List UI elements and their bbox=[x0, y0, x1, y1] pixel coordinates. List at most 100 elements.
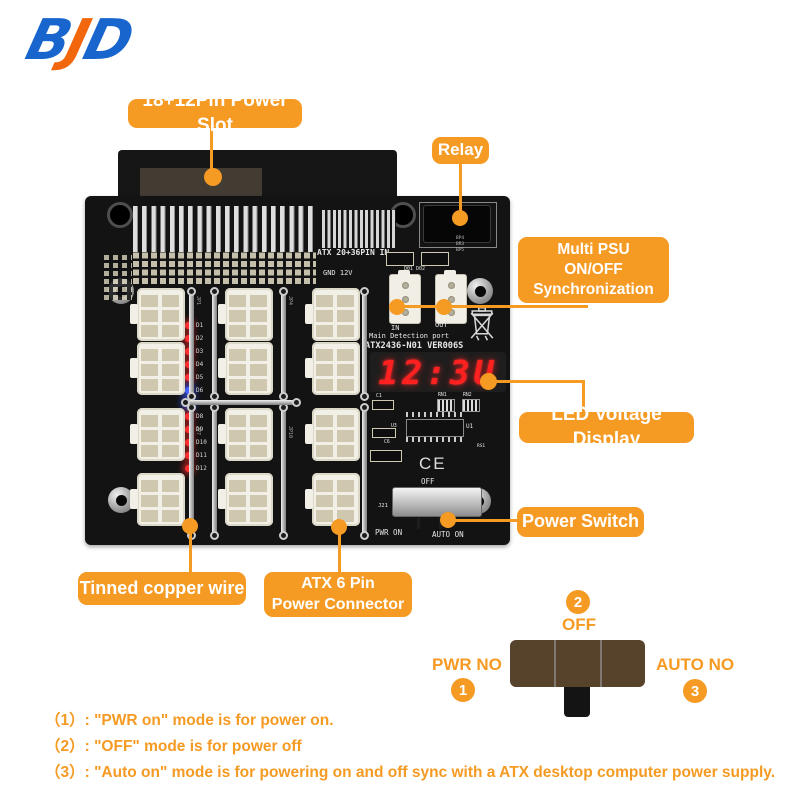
callout-line bbox=[338, 527, 341, 572]
led-label: D12 bbox=[196, 464, 207, 472]
silk-rn1: RN1 bbox=[438, 393, 447, 398]
tinned-wire bbox=[279, 287, 288, 401]
led-indicator bbox=[185, 360, 192, 368]
led-label: D4 bbox=[196, 360, 204, 368]
callout-line bbox=[189, 526, 192, 572]
atx-6pin-connector bbox=[305, 342, 360, 395]
callout-multi-psu-line2: ON/OFF bbox=[564, 260, 623, 278]
led-label: D3 bbox=[196, 347, 204, 355]
ic-footprint bbox=[406, 419, 464, 437]
led-indicator bbox=[185, 438, 192, 446]
callout-line bbox=[397, 305, 588, 308]
silk-model-number: ATX2436-N01 VER006S bbox=[365, 341, 464, 351]
tinned-wire bbox=[360, 403, 369, 540]
tinned-wire bbox=[187, 403, 196, 540]
slot-pins-dense bbox=[322, 210, 396, 248]
tinned-wire bbox=[210, 287, 219, 401]
callout-line bbox=[448, 519, 518, 522]
callout-line bbox=[582, 380, 585, 412]
solder-pads bbox=[133, 252, 316, 284]
callout-atx6pin-line1: ATX 6 Pin bbox=[301, 574, 375, 592]
led-voltage-display: 12:3U bbox=[370, 352, 506, 392]
callout-multi-psu: Multi PSU ON/OFF Synchronization bbox=[518, 237, 669, 303]
led-label: D11 bbox=[196, 451, 207, 459]
led-indicator bbox=[185, 425, 192, 433]
callout-dot bbox=[204, 168, 222, 186]
atx-6pin-connector bbox=[305, 408, 360, 461]
callout-line bbox=[459, 163, 462, 213]
ce-mark: CE bbox=[419, 454, 447, 473]
tinned-wire-horizontal bbox=[181, 398, 301, 407]
silk-u1: U1 bbox=[466, 423, 474, 430]
atx-6pin-connector bbox=[218, 408, 273, 461]
led-label: D10 bbox=[196, 438, 207, 446]
led-indicator bbox=[185, 334, 192, 342]
silk-atx-in: ATX 20+36PIN IN bbox=[317, 248, 390, 257]
switch-diagram-tab bbox=[564, 687, 590, 717]
callout-tinned-wire: Tinned copper wire bbox=[78, 572, 246, 605]
resistor-network bbox=[437, 399, 455, 412]
callout-dot bbox=[182, 518, 198, 534]
led-label: D5 bbox=[196, 373, 204, 381]
silk-bp5: BP5 bbox=[456, 247, 465, 253]
mode-3-label: AUTO NO bbox=[656, 655, 735, 674]
atx-6pin-connector bbox=[305, 473, 360, 526]
ic-pads-bottom bbox=[406, 437, 462, 442]
smd-component bbox=[421, 252, 449, 266]
resistor-network bbox=[462, 399, 480, 412]
solder-pads-left bbox=[104, 254, 132, 300]
jumper-label: JP10 bbox=[287, 426, 293, 439]
smd-component bbox=[386, 252, 414, 266]
led-label: D6 bbox=[196, 386, 204, 394]
silk-j21: J21 bbox=[378, 503, 388, 509]
voltage-value: 12:3U bbox=[378, 352, 498, 392]
callout-atx6pin: ATX 6 Pin Power Connector bbox=[264, 572, 412, 617]
atx-6pin-connector bbox=[218, 288, 273, 341]
led-indicator bbox=[185, 451, 192, 459]
atx-6pin-connector bbox=[130, 408, 185, 461]
led-indicator bbox=[185, 321, 192, 329]
power-slot-connector-block bbox=[118, 150, 397, 203]
callout-dot bbox=[436, 299, 452, 315]
tinned-wire bbox=[360, 287, 369, 401]
note-mode-1: （1）: "PWR on" mode is for power on. bbox=[45, 712, 334, 729]
silk-bp4: BP4 bbox=[456, 236, 465, 241]
atx-6pin-connector bbox=[218, 342, 273, 395]
silk-rn2: RN2 bbox=[463, 393, 472, 398]
mount-hole-metal bbox=[467, 278, 493, 304]
switch-diagram-body bbox=[510, 640, 645, 687]
silk-in: IN bbox=[391, 324, 400, 332]
callout-line bbox=[210, 127, 213, 171]
atx-6pin-connector bbox=[130, 473, 185, 526]
silk-off: OFF bbox=[421, 477, 435, 486]
ic-pads-top bbox=[406, 412, 462, 417]
led-indicator bbox=[185, 386, 192, 394]
jumper-label: JP1 bbox=[195, 296, 201, 306]
silk-c6: C6 bbox=[384, 440, 390, 445]
jumper-label: JP4 bbox=[287, 296, 293, 306]
silk-out: OUT bbox=[435, 321, 448, 329]
led-indicator bbox=[185, 464, 192, 472]
mount-hole-metal bbox=[108, 487, 134, 513]
callout-dot bbox=[480, 373, 497, 390]
silk-auto-on: AUTO ON bbox=[432, 530, 464, 539]
callout-multi-psu-line1: Multi PSU bbox=[557, 240, 630, 258]
weee-bin-icon bbox=[470, 306, 494, 341]
led-label: D1 bbox=[196, 321, 204, 329]
callout-dot bbox=[331, 519, 347, 535]
callout-power-slot: 18+12Pin Power Slot bbox=[128, 90, 302, 136]
brand-logo: BJD bbox=[20, 8, 137, 73]
connector-label-sticker bbox=[140, 168, 262, 198]
tinned-wire bbox=[187, 287, 196, 401]
note-mode-2: （2）: "OFF" mode is for power off bbox=[45, 738, 302, 755]
relay-silkscreen-box bbox=[419, 202, 497, 248]
note-mode-3: （3）: "Auto on" mode is for powering on a… bbox=[45, 764, 776, 781]
callout-dot bbox=[389, 299, 405, 315]
callout-atx6pin-line2: Power Connector bbox=[271, 595, 405, 613]
led-label: D8 bbox=[196, 412, 204, 420]
silk-pwr-on: PWR ON bbox=[375, 528, 403, 537]
led-indicator bbox=[185, 347, 192, 355]
atx-6pin-connector bbox=[130, 342, 185, 395]
slot-pins bbox=[133, 206, 316, 252]
